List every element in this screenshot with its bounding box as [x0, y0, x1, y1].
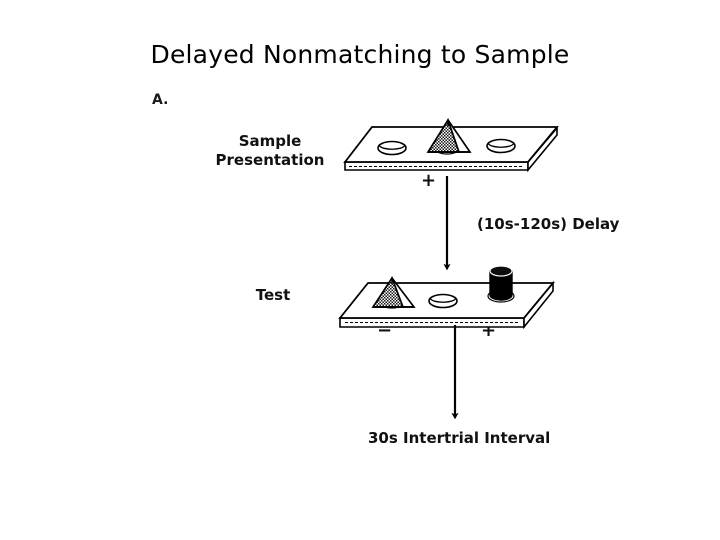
well-left-sample — [377, 140, 407, 156]
panel-label-a: A. — [152, 92, 169, 108]
page-title: Delayed Nonmatching to Sample — [150, 40, 570, 69]
pyramid-object-test — [371, 276, 416, 308]
cylinder-object-test — [489, 265, 513, 301]
delay-annotation: (10s-120s) Delay — [477, 215, 620, 233]
tray-test — [338, 265, 555, 330]
pyramid-object-sample — [426, 118, 472, 153]
tray-edge-front — [344, 161, 529, 171]
intertrial-interval-annotation: 30s Intertrial Interval — [368, 429, 551, 447]
tray-sample-presentation — [343, 118, 559, 173]
stage-label-sample-presentation: Sample Presentation — [215, 132, 325, 169]
stage-label-test: Test — [255, 286, 291, 304]
reward-sign-sample-center: + — [421, 170, 437, 191]
well-right-sample — [486, 138, 516, 154]
well-center-test — [428, 293, 458, 309]
